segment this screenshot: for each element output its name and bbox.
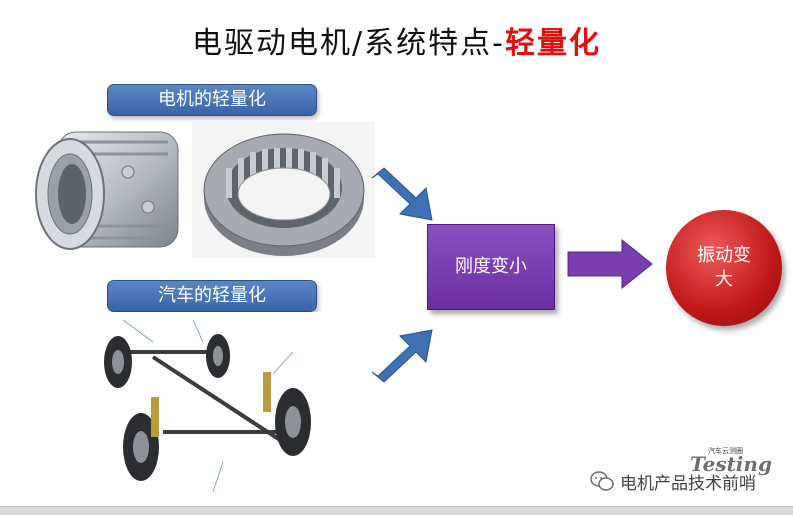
logo-small-text: 汽车云测圈 <box>708 447 743 455</box>
motor-lightweight-label: 电机的轻量化 <box>107 84 317 116</box>
stiffness-decrease-box: 刚度变小 <box>427 224 555 310</box>
stator-core-graphic <box>203 133 365 256</box>
watermark-text: 电机产品技术前哨 <box>620 473 756 494</box>
arrow-right-icon <box>567 238 653 290</box>
motor-housing-graphic <box>35 131 179 250</box>
testing-logo: Testing <box>690 452 772 476</box>
wechat-icon <box>590 471 614 491</box>
watermark: 电机产品技术前哨 <box>590 466 756 496</box>
bottom-bar <box>0 506 793 515</box>
slide-title: 电驱动电机/系统特点-轻量化 <box>0 18 793 62</box>
vibration-increase-circle: 振动变大 <box>666 210 782 326</box>
title-highlight: 轻量化 <box>504 26 601 61</box>
title-main: 电驱动电机/系统特点- <box>192 26 505 61</box>
stator-core-image <box>192 122 375 258</box>
vibration-increase-text: 振动变大 <box>697 245 751 290</box>
car-lightweight-label: 汽车的轻量化 <box>107 280 317 312</box>
arrow-down-right-icon <box>371 167 433 221</box>
arrow-up-right-icon <box>371 329 433 383</box>
car-chassis-image <box>93 312 330 502</box>
car-chassis-graphic <box>104 319 311 493</box>
motor-housing-image <box>28 122 188 262</box>
